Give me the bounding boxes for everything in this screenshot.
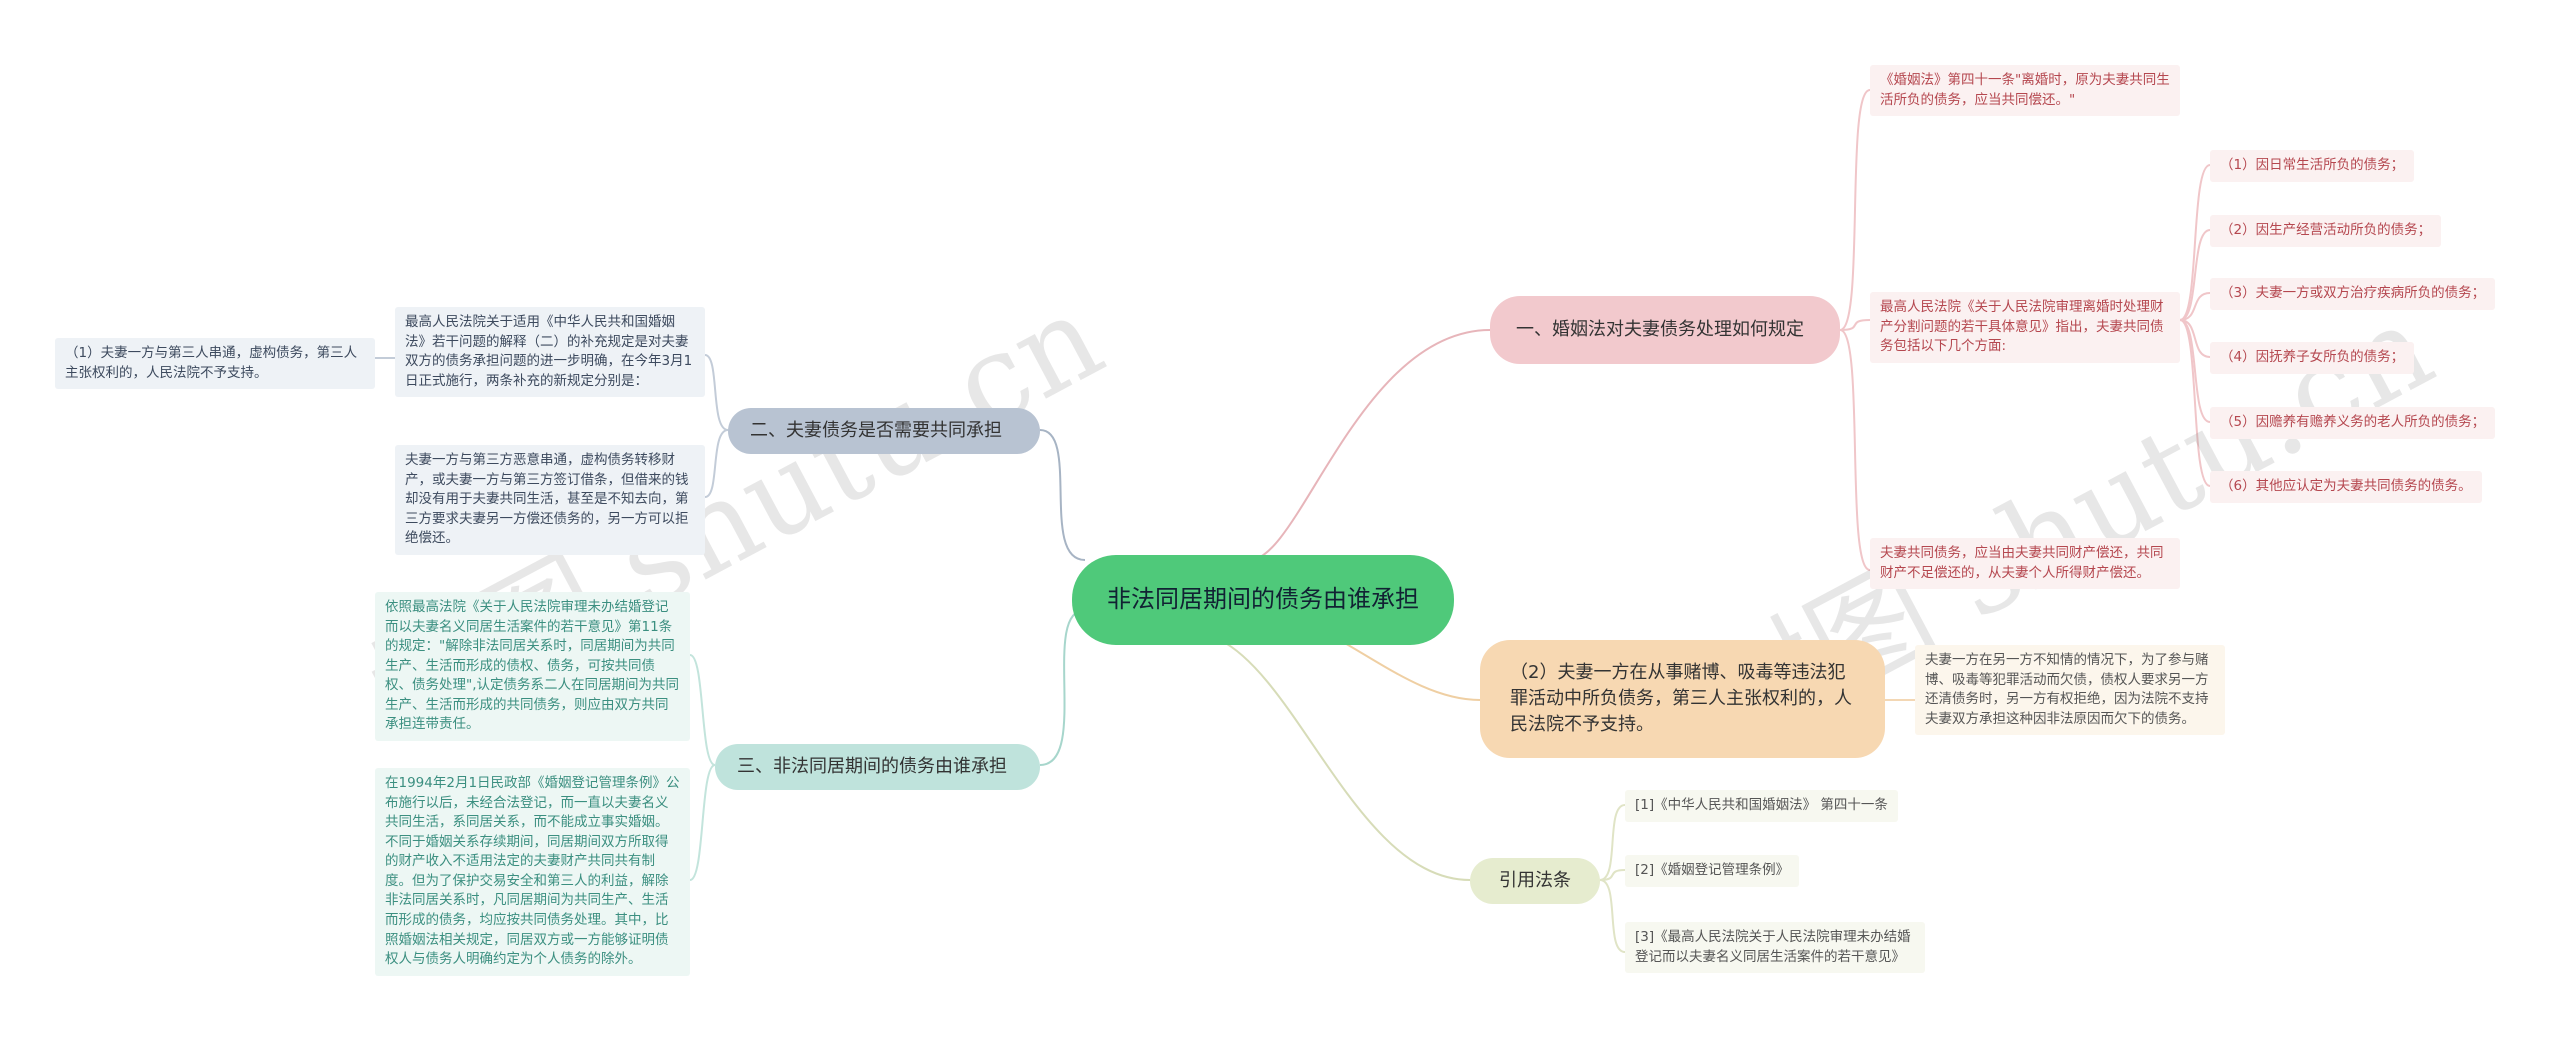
supreme-court-opinion-intro: 最高人民法院《关于人民法院审理离婚时处理财产分割问题的若干具体意见》指出，夫妻共… [1870, 292, 2180, 363]
branch-cited-laws[interactable]: 引用法条 [1470, 858, 1600, 904]
root-topic[interactable]: 非法同居期间的债务由谁承担 [1072, 555, 1454, 645]
connector-b5-opinion [689, 654, 716, 766]
joint-debt-item-5: （5）因赡养有赡养义务的老人所负的债务； [2210, 407, 2496, 439]
connector-b5-regulation [689, 764, 716, 881]
connector-opinion-item2 [2179, 229, 2211, 321]
supreme-court-article-11-opinion: 依照最高法院《关于人民法院审理未办结婚登记而以夫妻名义同居生活案件的若干意见》第… [375, 592, 690, 741]
connector-opinion-item3 [2179, 292, 2211, 321]
connector-b1-quote [1839, 89, 1871, 331]
connector-root-b1 [1249, 329, 1491, 561]
connector-b4-interp [704, 354, 729, 431]
connector-opinion-item4 [2179, 319, 2211, 358]
connector-b1-repay [1839, 329, 1871, 571]
joint-debt-item-3: （3）夫妻一方或双方治疗疾病所负的债务； [2210, 278, 2496, 310]
connector-b3-ref1 [1599, 804, 1626, 881]
branch-joint-liability-question[interactable]: 二、夫妻债务是否需要共同承担 [728, 408, 1040, 454]
connector-root-b4 [1039, 429, 1086, 561]
law-quote-article-41: 《婚姻法》第四十一条"离婚时，原为夫妻共同生活所负的债务，应当共同偿还。" [1870, 65, 2180, 117]
joint-debt-repayment-rule: 夫妻共同债务，应当由夫妻共同财产偿还，共同财产不足偿还的，从夫妻个人所得财产偿还… [1870, 538, 2180, 590]
joint-debt-item-2: （2）因生产经营活动所负的债务； [2210, 215, 2442, 247]
connector-b3-ref2 [1599, 869, 1626, 881]
connector-opinion-item1 [2179, 164, 2211, 321]
connector-root-b5 [1039, 609, 1086, 766]
connector-b1-opinion [1839, 319, 1871, 331]
connector-opinion-item6 [2179, 319, 2211, 487]
cited-law-2: [2]《婚姻登记管理条例》 [1625, 855, 1800, 887]
branch-marriage-law-debt[interactable]: 一、婚姻法对夫妻债务处理如何规定 [1490, 296, 1840, 364]
marriage-registration-regulation-note: 在1994年2月1日民政部《婚姻登记管理条例》公布施行以后，未经合法登记，而一直… [375, 768, 690, 976]
joint-debt-item-6: （6）其他应认定为夫妻共同债务的债务。 [2210, 471, 2482, 503]
judicial-interpretation-supplement: 最高人民法院关于适用《中华人民共和国婚姻法》若干问题的解释（二）的补充规定是对夫… [395, 307, 705, 398]
collusion-debt-explanation: 夫妻一方与第三方恶意串通，虚构债务转移财产，或夫妻一方与第三方签订借条，但借来的… [395, 445, 705, 555]
joint-debt-item-4: （4）因抚养子女所负的债务； [2210, 342, 2415, 374]
connector-root-b3 [1219, 639, 1471, 881]
connector-b3-ref3 [1599, 879, 1626, 953]
branch-cohabitation-debt[interactable]: 三、非法同居期间的债务由谁承担 [715, 744, 1040, 790]
cited-law-3: [3]《最高人民法院关于人民法院审理未办结婚登记而以夫妻名义同居生活案件的若干意… [1625, 922, 1925, 974]
joint-debt-item-1: （1）因日常生活所负的债务； [2210, 150, 2415, 182]
fabricated-debt-rule: （1）夫妻一方与第三人串通，虚构债务，第三人主张权利的，人民法院不予支持。 [55, 338, 375, 390]
connector-b4-collusion [704, 429, 729, 498]
gambling-debt-detail: 夫妻一方在另一方不知情的情况下，为了参与赌博、吸毒等犯罪活动而欠债，债权人要求另… [1915, 645, 2225, 736]
cited-law-1: [1]《中华人民共和国婚姻法》 第四十一条 [1625, 790, 1898, 822]
branch-gambling-drug-debt[interactable]: （2）夫妻一方在从事赌博、吸毒等违法犯罪活动中所负债务，第三人主张权利的，人民法… [1480, 640, 1885, 758]
